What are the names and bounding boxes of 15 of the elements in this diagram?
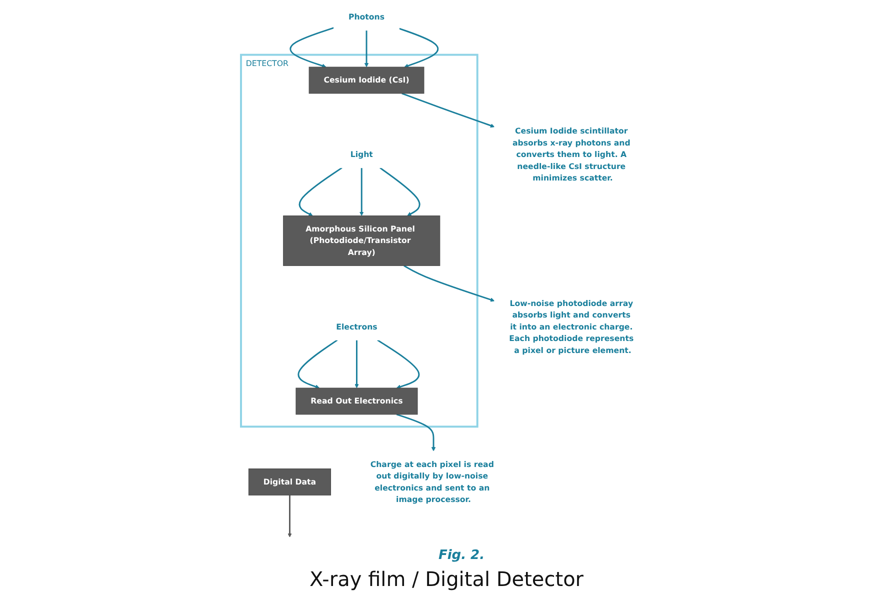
arrow (364, 30, 370, 68)
figure-label: Fig. 2. (438, 548, 485, 563)
arrow (380, 167, 421, 216)
arrow (299, 167, 343, 216)
arrow (399, 28, 440, 68)
arrow (402, 92, 496, 128)
arrow (396, 414, 436, 452)
arrow (288, 495, 292, 538)
arrow (298, 339, 338, 389)
arrow (360, 168, 364, 216)
arrow (290, 27, 334, 68)
arrow (404, 265, 496, 302)
caption: X-ray film / Digital Detector (309, 567, 584, 591)
arrow (355, 340, 360, 388)
arrow (378, 339, 420, 389)
